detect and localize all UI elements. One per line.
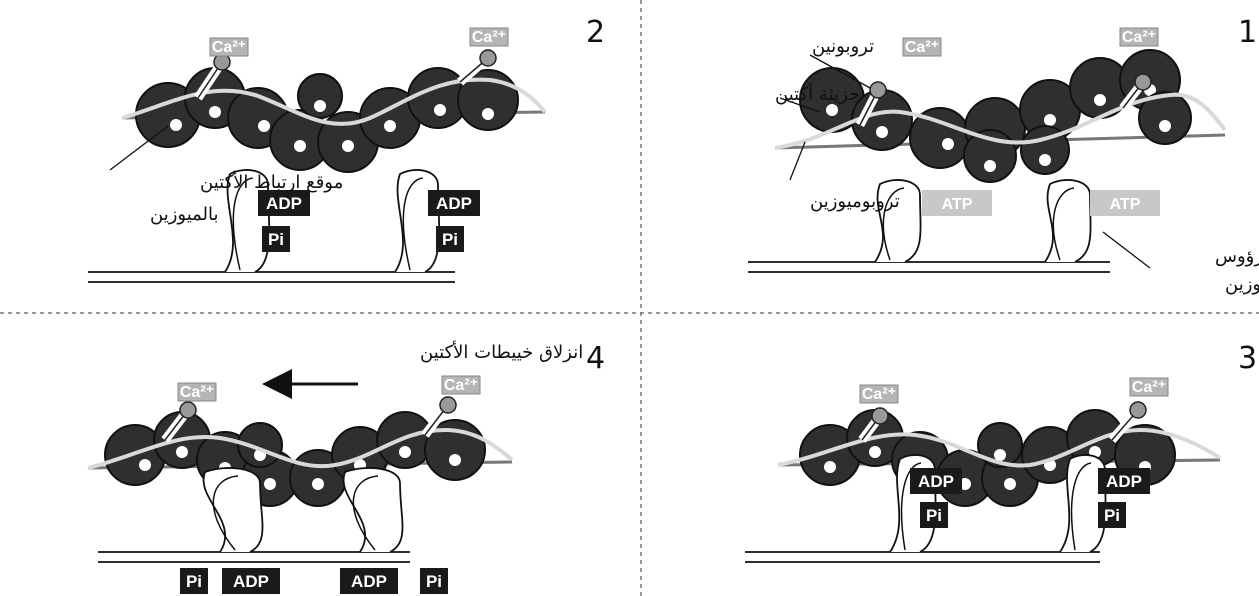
myosin-heads-pointer bbox=[1103, 232, 1150, 268]
binding-site-dot bbox=[1094, 94, 1106, 106]
binding-site-dot bbox=[942, 138, 954, 150]
adp-box-text: ADP bbox=[233, 572, 269, 591]
binding-site-dot bbox=[826, 104, 838, 116]
binding-site-dot bbox=[994, 449, 1006, 461]
myosin-heads-label-line2: الميوزين bbox=[1225, 274, 1259, 295]
binding-site-label-line2: بالميوزين bbox=[150, 204, 219, 225]
binding-site-dot bbox=[1159, 120, 1171, 132]
panel-1: Ca²⁺ Ca²⁺ ATP ATP bbox=[748, 28, 1225, 272]
troponin-label: تروبونين bbox=[812, 36, 874, 57]
binding-site-dot bbox=[1039, 154, 1051, 166]
binding-site-dot bbox=[258, 120, 270, 132]
calcium-label: Ca²⁺ bbox=[1132, 379, 1166, 396]
binding-site-dot bbox=[264, 478, 276, 490]
binding-site-dot bbox=[434, 104, 446, 116]
panel-3-number: 3 bbox=[1238, 341, 1257, 376]
calcium-label: Ca²⁺ bbox=[472, 29, 506, 46]
binding-site-dot bbox=[869, 446, 881, 458]
calcium-label: Ca²⁺ bbox=[212, 39, 246, 56]
troponin-head bbox=[440, 397, 456, 413]
calcium-label: Ca²⁺ bbox=[1122, 29, 1156, 46]
binding-site-dot bbox=[314, 100, 326, 112]
binding-site-dot bbox=[209, 106, 221, 118]
atp-label: ATP bbox=[1110, 196, 1141, 213]
pi-box-text: Pi bbox=[1104, 506, 1120, 525]
panel-1-number: 1 bbox=[1238, 15, 1257, 50]
panel-3: Ca²⁺ Ca²⁺ ADP Pi ADP Pi bbox=[745, 378, 1220, 562]
binding-site-dot bbox=[876, 126, 888, 138]
panel-4: Ca²⁺ Ca²⁺ Pi ADP ADP Pi bbox=[88, 376, 512, 594]
myosin-heads-label-line1: رؤوس bbox=[1215, 246, 1259, 267]
calcium-label: Ca²⁺ bbox=[180, 384, 214, 401]
myosin-head bbox=[204, 468, 263, 552]
binding-site-dot bbox=[1044, 114, 1056, 126]
binding-site-dot bbox=[342, 140, 354, 152]
tropomyosin-label: تروبوميوزين bbox=[810, 191, 900, 212]
sliding-label: انزلاق خييطات الأكتين bbox=[420, 341, 583, 363]
pi-box-text: Pi bbox=[186, 572, 202, 591]
calcium-label: Ca²⁺ bbox=[905, 39, 939, 56]
binding-site-dot bbox=[139, 459, 151, 471]
pi-box-text: Pi bbox=[442, 230, 458, 249]
binding-site-label-line1: موقع ارتباط الأكتين bbox=[200, 171, 343, 193]
adp-box-text: ADP bbox=[266, 194, 302, 213]
calcium-label: Ca²⁺ bbox=[444, 377, 478, 394]
actin-molecule-label: جزيئة أكتين bbox=[775, 82, 860, 105]
myosin-head bbox=[395, 170, 439, 272]
binding-site-pointer bbox=[110, 126, 168, 170]
binding-site-dot bbox=[824, 461, 836, 473]
binding-site-dot bbox=[176, 446, 188, 458]
troponin-head bbox=[480, 50, 496, 66]
binding-site-dot bbox=[984, 160, 996, 172]
binding-site-dot bbox=[449, 454, 461, 466]
pi-box-text: Pi bbox=[426, 572, 442, 591]
pi-box-text: Pi bbox=[268, 230, 284, 249]
adp-box-text: ADP bbox=[1106, 472, 1142, 491]
troponin-head bbox=[180, 402, 196, 418]
calcium-label: Ca²⁺ bbox=[862, 386, 896, 403]
binding-site-dot bbox=[170, 119, 182, 131]
troponin-head bbox=[1130, 402, 1146, 418]
binding-site-dot bbox=[482, 108, 494, 120]
myosin-head bbox=[1045, 180, 1091, 262]
binding-site-dot bbox=[1004, 478, 1016, 490]
myosin-head bbox=[344, 468, 403, 552]
panel-2-number: 2 bbox=[586, 15, 605, 50]
atp-label: ATP bbox=[942, 196, 973, 213]
pi-box-text: Pi bbox=[926, 506, 942, 525]
adp-box-text: ADP bbox=[918, 472, 954, 491]
binding-site-dot bbox=[294, 140, 306, 152]
panel-2: Ca²⁺ Ca²⁺ ADP Pi ADP Pi bbox=[88, 28, 545, 282]
adp-box-text: ADP bbox=[351, 572, 387, 591]
troponin-head bbox=[872, 408, 888, 424]
actin-bead bbox=[377, 412, 433, 468]
binding-site-dot bbox=[384, 120, 396, 132]
troponin-head bbox=[870, 82, 886, 98]
adp-box-text: ADP bbox=[436, 194, 472, 213]
panel-4-number: 4 bbox=[586, 341, 605, 376]
binding-site-dot bbox=[312, 478, 324, 490]
troponin-head bbox=[1135, 74, 1151, 90]
binding-site-dot bbox=[399, 446, 411, 458]
